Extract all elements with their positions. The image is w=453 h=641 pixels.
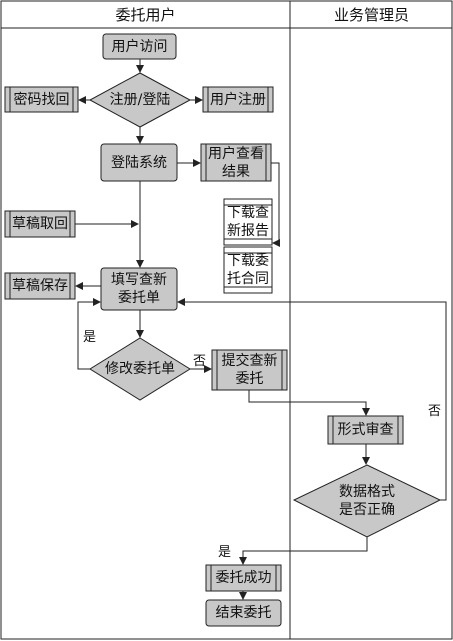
login-system-label: 登陆系统 — [111, 154, 167, 171]
fill-form-label: 填写查新 委托单 — [111, 272, 167, 306]
formal-review-label: 形式审查 — [337, 422, 394, 438]
download-report-label: 下载查 新报告 — [227, 205, 269, 239]
end-box — [205, 599, 282, 627]
edge-submit-to-review — [248, 390, 370, 416]
draft-save-label: 草稿保存 — [12, 278, 68, 294]
download-report-box — [223, 198, 273, 246]
edge-modify-yes-loop — [77, 298, 101, 370]
retrieve-password-label: 密码找回 — [13, 91, 70, 108]
lane-title-admin: 业务管理员 — [333, 6, 409, 24]
edge-label-no-submit: 否 — [193, 354, 207, 369]
edge-label-yes-format: 是 — [218, 545, 232, 560]
success-label: 委托成功 — [215, 570, 272, 586]
register-login-label: 注册/登陆 — [109, 92, 171, 108]
download-contract-box — [223, 246, 273, 294]
edge-view-to-report — [271, 162, 280, 247]
modify-form-decision — [89, 337, 191, 401]
user-visit-label: 用户访问 — [111, 38, 168, 55]
edge-check-no-back — [177, 298, 447, 501]
draft-retrieve-box — [4, 210, 76, 238]
fill-form-box — [100, 267, 178, 311]
edge-label-no-format: 否 — [428, 404, 442, 419]
lane-title-user: 委托用户 — [115, 6, 176, 24]
submit-label: 提交查新 委托 — [221, 353, 278, 387]
user-view-result-box — [200, 143, 272, 182]
user-register-label: 用户注册 — [210, 91, 266, 108]
draft-retrieve-label: 草稿取回 — [12, 216, 68, 232]
format-check-label: 数据格式 是否正确 — [339, 484, 395, 518]
user-register-box — [202, 86, 274, 113]
edge-label-yes-modify: 是 — [83, 330, 97, 345]
download-contract-label: 下载委 托合同 — [227, 253, 269, 287]
success-box — [205, 564, 282, 592]
edge-check-yes-to-success — [239, 537, 368, 565]
end-label: 结束委托 — [215, 605, 272, 621]
user-view-result-label: 用户查看 结果 — [208, 145, 264, 180]
modify-form-label: 修改委托单 — [105, 361, 175, 377]
